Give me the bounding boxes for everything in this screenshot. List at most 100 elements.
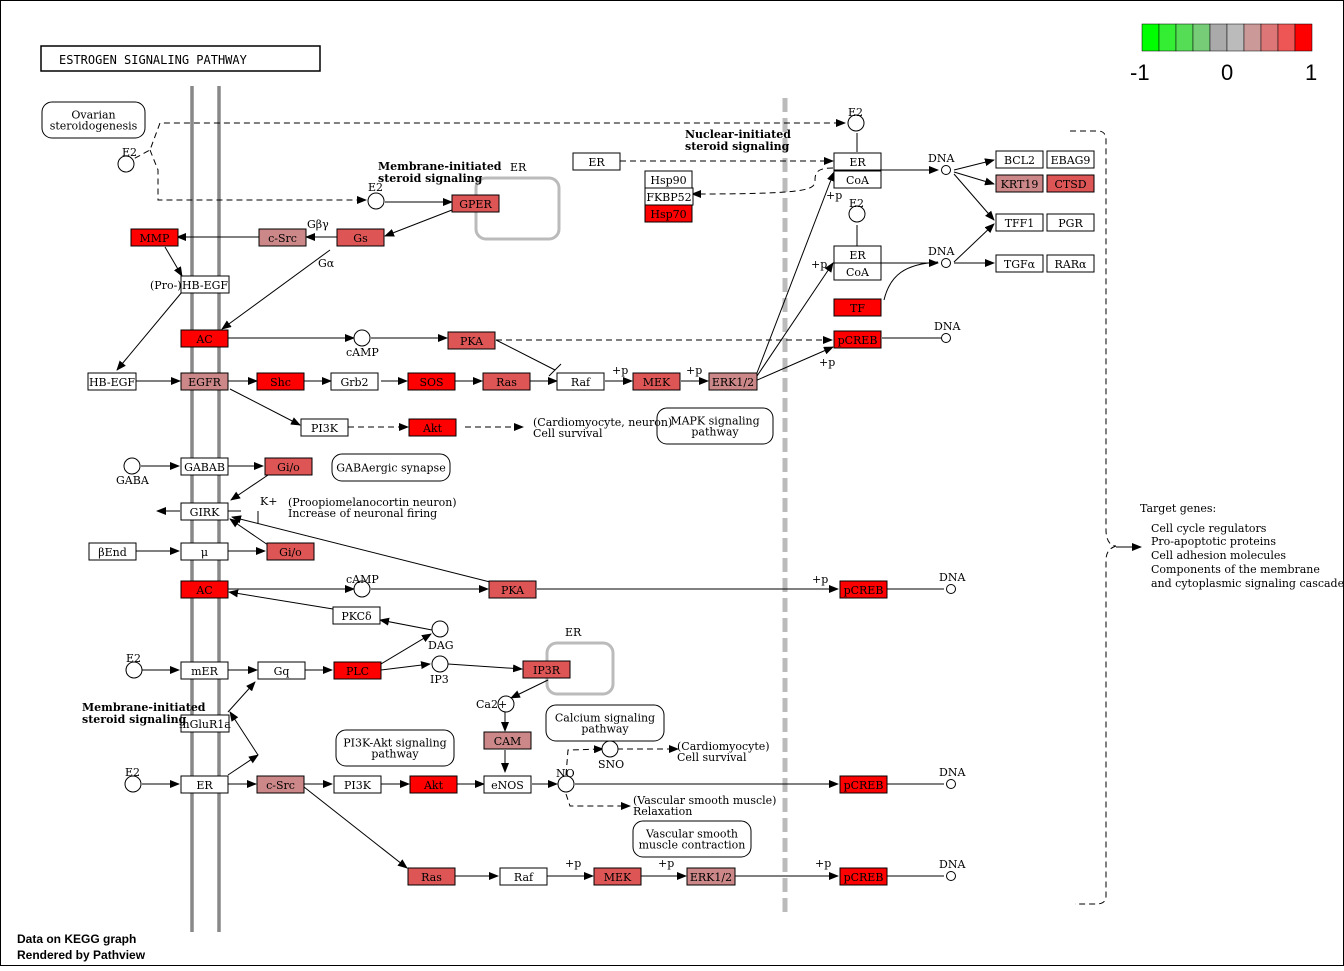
compound-circle [848,205,866,223]
gene-box [556,372,605,391]
gene-box [180,580,229,599]
phospho-label: +p [812,573,828,586]
gene-box [708,372,758,391]
gene-node: mGluR1a [179,714,231,733]
gene-box [995,150,1044,169]
compound-label: DNA [939,858,966,871]
footer-line1: Data on KEGG graph [17,932,136,946]
pathway-label: GABAergic synapse [336,462,445,475]
pathway-box[interactable] [632,820,752,858]
gene-box [833,152,882,171]
gene-node: AC [180,329,229,348]
gene-node: ER [180,775,229,794]
gene-node: μ [180,542,229,561]
gene-node: Gq [257,661,306,680]
pathway-box[interactable] [545,704,665,742]
gene-label: Raf [571,376,591,389]
gene-label: CTSD [1054,178,1086,191]
gene-box [332,606,381,625]
gene-node: pCREB [839,775,888,794]
gene-box [483,731,532,750]
compound: E2 [124,766,142,793]
gene-label: GIRK [190,506,220,519]
gene-node: Gi/o [264,457,313,476]
gene-label: μ [201,546,208,559]
compound-circle [353,580,371,598]
pathway-label: pathway [691,426,739,439]
gene-box [256,775,305,794]
gene-box [995,254,1044,273]
compound-circle [601,740,619,758]
compound-label: E2 [126,652,141,665]
target-1: Cell cycle regulators [1151,522,1267,535]
gene-label: mER [191,665,218,678]
compound: cAMP [346,573,379,598]
pathway-link[interactable]: GABAergic synapse [331,453,451,482]
compound: Ca2+ [476,695,515,713]
pathway-box[interactable] [656,407,774,445]
gene-label: IP3R [533,664,561,677]
gene-label: CoA [846,266,870,279]
gene-label: Akt [423,779,444,792]
compound-circle [946,584,956,594]
compound-label: E2 [125,766,140,779]
gene-label: PKA [501,584,525,597]
gene-box [522,660,571,679]
gene-node: KRT19 [995,174,1044,193]
target-title: Target genes: [1140,502,1216,515]
gene-label: CAM [494,735,522,748]
gene-box [180,714,230,733]
gene-box [833,170,882,189]
gene-node: TF [833,298,882,317]
gene-box [180,661,229,680]
propio-1: (Proopiomelanocortin neuron) [288,496,457,509]
gene-box [839,867,888,886]
gene-label: PI3K [344,779,372,792]
compound: E2 [125,652,143,679]
compound-circle [941,333,951,343]
gene-label: Hsp90 [650,174,686,187]
compound-label: Ca2+ [476,698,507,711]
gene-box [995,174,1044,193]
gene-node: pCREB [839,580,888,599]
cardio1-2: Cell survival [533,427,603,440]
pathway-label: Calcium signaling [555,712,655,725]
gene-node: Gs [336,228,385,247]
gene-box [488,580,537,599]
gene-label: ERK1/2 [690,871,732,884]
gene-box [258,228,307,247]
compound-circle [946,871,956,881]
pathway-box[interactable] [335,729,455,767]
compound-label: DNA [939,571,966,584]
compound: cAMP [346,329,379,359]
gene-box [483,775,532,794]
gene-box [407,372,456,391]
gene-node: Akt [408,418,457,437]
propio-2: Increase of neuronal firing [288,507,437,520]
pathway-box[interactable] [41,101,146,139]
vsm-1: (Vascular smooth muscle) [633,794,776,807]
compound-label: E2 [368,181,383,194]
gene-label: PKA [460,335,484,348]
compound-circle [431,655,449,673]
gene-node: mER [180,661,229,680]
gene-label: pCREB [838,334,878,347]
compound-circle [557,775,575,793]
pathway-title: ESTROGEN SIGNALING PATHWAY [59,53,248,67]
gene-label: Ras [496,376,517,389]
pathway-box[interactable] [331,453,451,482]
gene-label: c-Src [266,779,295,792]
legend-swatch [1226,23,1245,52]
gene-node: ER [572,152,621,171]
gene-box [1046,174,1095,193]
gene-node: CTSD [1046,174,1095,193]
pathway-label: pathway [581,723,629,736]
